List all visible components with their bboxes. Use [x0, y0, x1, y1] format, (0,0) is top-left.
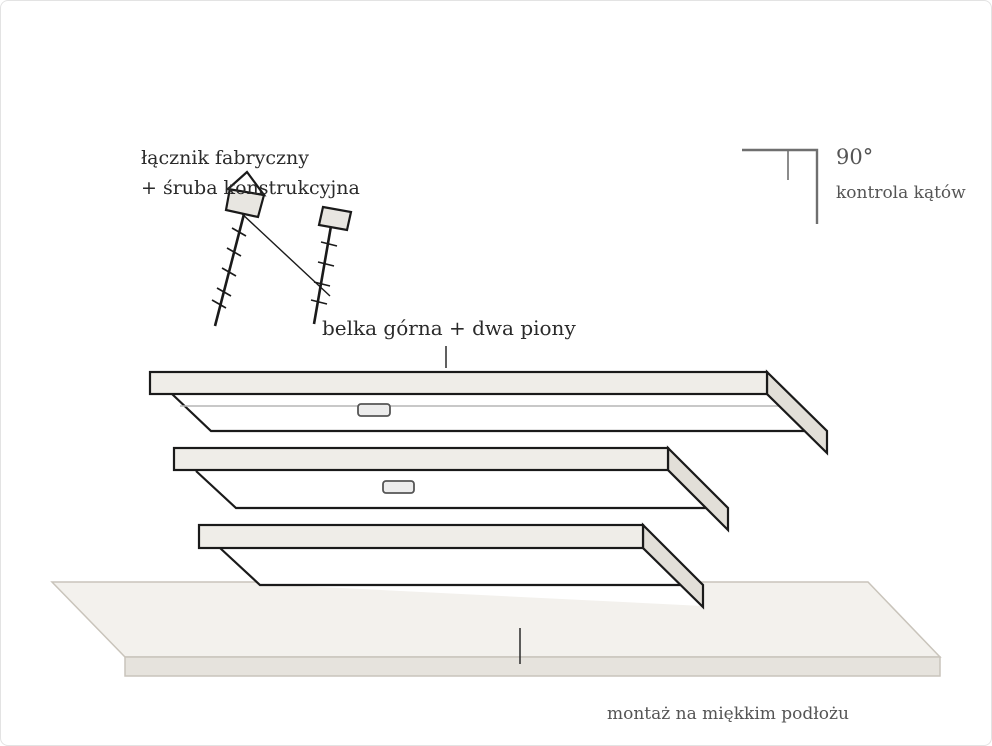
base-board-front: [124, 656, 941, 677]
board-top-top: [148, 370, 769, 396]
angle-caption: kontrola kątów: [836, 183, 966, 203]
screw-right: [310, 205, 353, 325]
screw-right-shaft: [312, 225, 333, 325]
angle-square-icon: [742, 148, 819, 224]
board-middle: [172, 445, 730, 533]
board-bottom: [197, 522, 705, 610]
board-top-slot: [357, 403, 391, 417]
board-middle-slot: [382, 480, 415, 494]
board-middle-underside: [195, 470, 728, 510]
board-middle-face: [195, 470, 728, 508]
screw-right-head: [317, 205, 353, 232]
angle-value: 90°: [836, 145, 873, 169]
connector-screws: [211, 170, 353, 327]
frame-caption: belka górna + dwa piony: [322, 316, 576, 340]
screw-left: [211, 170, 267, 327]
screw-left-shaft: [213, 213, 246, 327]
screw-left-cap: [225, 170, 267, 197]
base-board: [50, 581, 942, 677]
board-top: [148, 346, 829, 456]
connector-label-line2: + śruba konstrukcyjna: [141, 177, 360, 199]
board-top-face: [172, 394, 827, 431]
board-bottom-underside: [219, 547, 703, 587]
connector-label-line1: łącznik fabryczny: [141, 147, 309, 169]
board-bottom-top: [197, 523, 645, 550]
board-middle-top: [172, 446, 670, 472]
base-caption: montaż na miękkim podłożu: [607, 704, 849, 724]
board-bottom-face: [220, 548, 703, 606]
